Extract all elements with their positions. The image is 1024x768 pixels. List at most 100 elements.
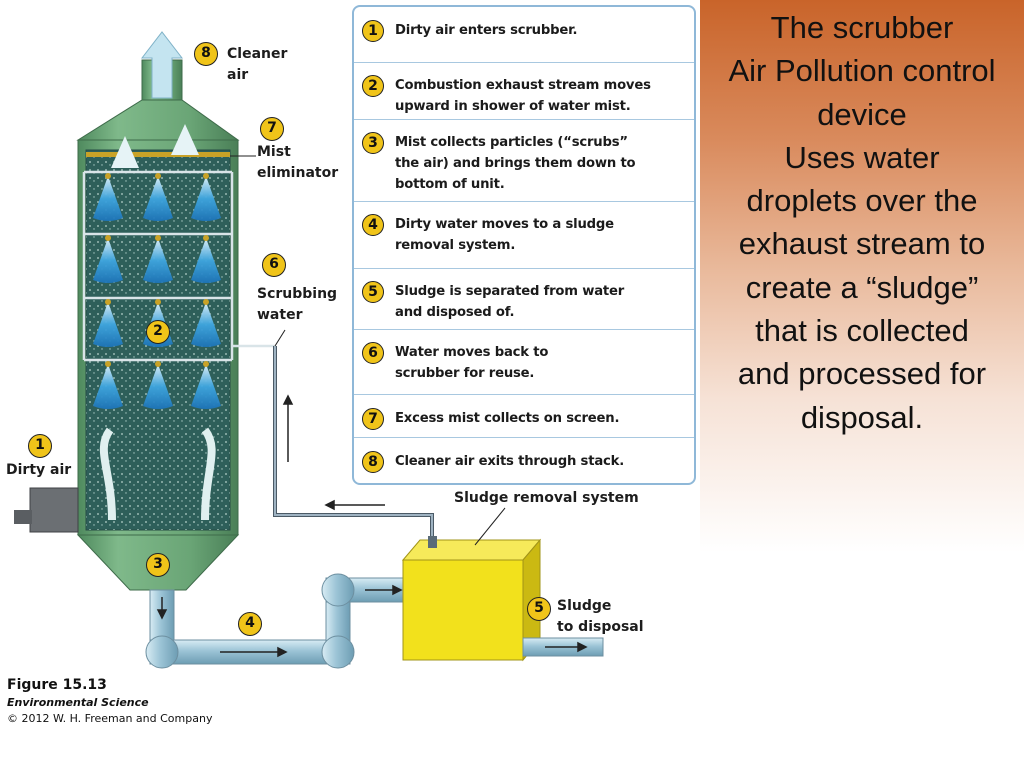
water-spray-cone bbox=[93, 302, 123, 347]
marker-4: 4 bbox=[238, 612, 262, 636]
spray-nozzle bbox=[105, 235, 111, 241]
step-text-line: upward in shower of water mist. bbox=[395, 99, 631, 114]
slide-text-line: Uses water bbox=[784, 139, 940, 175]
spray-nozzle bbox=[203, 361, 209, 367]
slide-text-line: Air Pollution control bbox=[728, 53, 996, 89]
slide-text-line: and processed for bbox=[737, 356, 987, 392]
book-title: Environmental Science bbox=[7, 696, 149, 709]
copyright-credit: © 2012 W. H. Freeman and Company bbox=[7, 712, 213, 725]
step-text-line: Sludge is separated from water bbox=[395, 284, 625, 299]
marker-6: 6 bbox=[262, 253, 286, 277]
slide-text-line: device bbox=[817, 96, 907, 132]
marker-5: 5 bbox=[527, 597, 551, 621]
step-number: 4 bbox=[362, 214, 384, 236]
slide-text-line: The scrubber bbox=[770, 10, 954, 45]
step-row: 4 Dirty water moves to a sludge removal sy… bbox=[354, 202, 694, 269]
water-spray-cone bbox=[191, 238, 221, 283]
step-text-line: removal system. bbox=[395, 238, 516, 253]
step-text: Mist collects particles (“scrubs” the air… bbox=[395, 132, 687, 195]
spray-nozzle bbox=[155, 299, 161, 305]
slide-text-line: exhaust stream to bbox=[738, 226, 986, 262]
mist-eliminator-screen bbox=[86, 152, 230, 157]
updraft-arrowheads bbox=[111, 124, 199, 168]
sludge-removal-box bbox=[402, 559, 524, 661]
spray-nozzle bbox=[203, 173, 209, 179]
label-mist-eliminator: Mist eliminator bbox=[257, 144, 339, 181]
marker-8: 8 bbox=[194, 42, 218, 66]
spray-header-pipes bbox=[82, 170, 275, 362]
slide-text-line: that is collected bbox=[755, 313, 969, 349]
spray-nozzle bbox=[105, 361, 111, 367]
label-scrubbing-water: Scrubbing water bbox=[257, 286, 338, 323]
step-text-line: Dirty air enters scrubber. bbox=[395, 23, 578, 38]
sludge-box-top bbox=[401, 539, 542, 561]
step-text-line: bottom of unit. bbox=[395, 177, 505, 192]
slide-text-line: create a “sludge” bbox=[745, 269, 979, 305]
scrubber-diagram bbox=[14, 31, 604, 669]
step-text: Excess mist collects on screen. bbox=[395, 408, 687, 429]
return-flow-arrows bbox=[282, 394, 385, 511]
step-text: Dirty water moves to a sludge removal sys… bbox=[395, 214, 687, 256]
marker-2: 2 bbox=[146, 320, 170, 344]
step-text: Dirty air enters scrubber. bbox=[395, 20, 687, 41]
figure-number: Figure 15.13 bbox=[7, 677, 107, 693]
step-text: Sludge is separated from water and dispos… bbox=[395, 281, 687, 323]
label-leader-lines bbox=[230, 155, 506, 546]
step-number: 8 bbox=[362, 451, 384, 473]
water-spray-cone bbox=[191, 302, 221, 347]
step-number: 2 bbox=[362, 75, 384, 97]
step-number: 5 bbox=[362, 281, 384, 303]
marker-7: 7 bbox=[260, 117, 284, 141]
marker-1: 1 bbox=[28, 434, 52, 458]
slide-text-line: disposal. bbox=[800, 399, 924, 435]
tower-hood bbox=[76, 99, 240, 141]
scrubber-diagram-panel: 8 7 6 1 2 3 4 5 Cleaner air Mist elimina… bbox=[6, 5, 696, 725]
spray-nozzle bbox=[155, 173, 161, 179]
step-row: 7 Excess mist collects on screen. bbox=[354, 395, 694, 438]
step-text: Water moves back to scrubber for reuse. bbox=[395, 342, 687, 384]
water-spray-cone bbox=[191, 176, 221, 221]
step-text-line: Dirty water moves to a sludge bbox=[395, 217, 614, 232]
step-text: Combustion exhaust stream moves upward in… bbox=[395, 75, 687, 117]
step-row: 1 Dirty air enters scrubber. bbox=[354, 7, 694, 63]
step-row: 5 Sludge is separated from water and dispo… bbox=[354, 269, 694, 330]
step-text-line: Water moves back to bbox=[395, 345, 549, 360]
step-row: 2 Combustion exhaust stream moves upward i… bbox=[354, 63, 694, 120]
step-number: 6 bbox=[362, 342, 384, 364]
step-text: Cleaner air exits through stack. bbox=[395, 451, 687, 472]
label-sludge-removal-system: Sludge removal system bbox=[454, 490, 639, 506]
spray-nozzle bbox=[105, 173, 111, 179]
water-spray-cone bbox=[191, 364, 221, 409]
step-row: 6 Water moves back to scrubber for reuse. bbox=[354, 330, 694, 395]
marker-3: 3 bbox=[146, 553, 170, 577]
dirty-air-inlet bbox=[29, 487, 79, 533]
step-number: 1 bbox=[362, 20, 384, 42]
spray-nozzle bbox=[203, 235, 209, 241]
step-text-line: Combustion exhaust stream moves bbox=[395, 78, 651, 93]
water-spray-cone bbox=[93, 364, 123, 409]
spray-nozzle bbox=[105, 299, 111, 305]
water-spray-cone bbox=[143, 238, 173, 283]
slide-text-line: droplets over the bbox=[746, 183, 978, 219]
spray-nozzle bbox=[203, 299, 209, 305]
step-text-line: Cleaner air exits through stack. bbox=[395, 454, 625, 469]
water-spray-cone bbox=[143, 364, 173, 409]
spray-nozzle bbox=[155, 235, 161, 241]
step-number: 7 bbox=[362, 408, 384, 430]
step-text-line: the air) and brings them down to bbox=[395, 156, 636, 171]
pipe-flow-arrows bbox=[156, 584, 403, 658]
cleaner-air-arrow bbox=[140, 31, 184, 99]
step-text-line: scrubber for reuse. bbox=[395, 366, 535, 381]
step-text-line: and disposed of. bbox=[395, 305, 515, 320]
label-sludge-to-disposal: Sludge to disposal bbox=[557, 598, 644, 635]
step-row: 8 Cleaner air exits through stack. bbox=[354, 438, 694, 483]
water-spray-cone bbox=[93, 238, 123, 283]
water-spray-cone bbox=[143, 176, 173, 221]
step-text-line: Mist collects particles (“scrubs” bbox=[395, 135, 628, 150]
step-text-line: Excess mist collects on screen. bbox=[395, 411, 620, 426]
spray-nozzle bbox=[155, 361, 161, 367]
label-dirty-air: Dirty air bbox=[6, 462, 72, 478]
